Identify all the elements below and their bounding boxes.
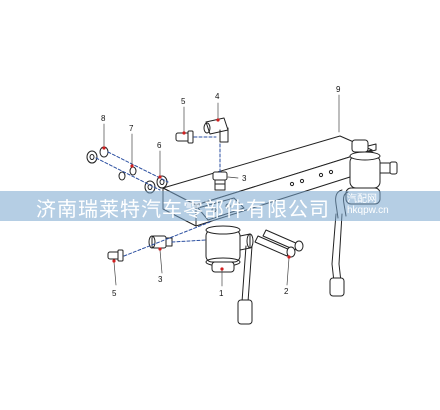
callout-6: 6	[157, 141, 162, 150]
watermark-band	[0, 191, 440, 221]
assembly-lines	[95, 136, 221, 257]
callout-2: 2	[284, 287, 289, 296]
callout-5-upper: 5	[181, 97, 186, 106]
callout-3-upper: 3	[242, 174, 247, 183]
watermark-site: 汽配网 hkqpw.cn	[347, 194, 389, 216]
fitting-3-lower	[148, 235, 173, 249]
watermark-site-name: 汽配网	[347, 194, 377, 205]
fitting-3-upper	[212, 171, 228, 191]
callout-1: 1	[219, 289, 224, 298]
callout-5-lower: 5	[112, 289, 117, 298]
callout-9: 9	[336, 85, 341, 94]
callout-4: 4	[215, 92, 220, 101]
bolt-5-lower	[107, 249, 124, 262]
callout-dots	[102, 118, 291, 271]
callout-7: 7	[129, 124, 134, 133]
washers-nuts-6-7-8	[86, 146, 168, 194]
watermark-company: 济南瑞莱特汽车零部件有限公司	[36, 197, 330, 221]
callout-3-lower: 3	[158, 275, 163, 284]
bolt-2	[254, 229, 304, 258]
watermark-site-url: hkqpw.cn	[347, 205, 389, 216]
hose-1	[237, 245, 253, 325]
elbow-fitting-4	[203, 117, 229, 143]
leader-lines	[103, 94, 340, 287]
callout-8: 8	[101, 114, 106, 123]
